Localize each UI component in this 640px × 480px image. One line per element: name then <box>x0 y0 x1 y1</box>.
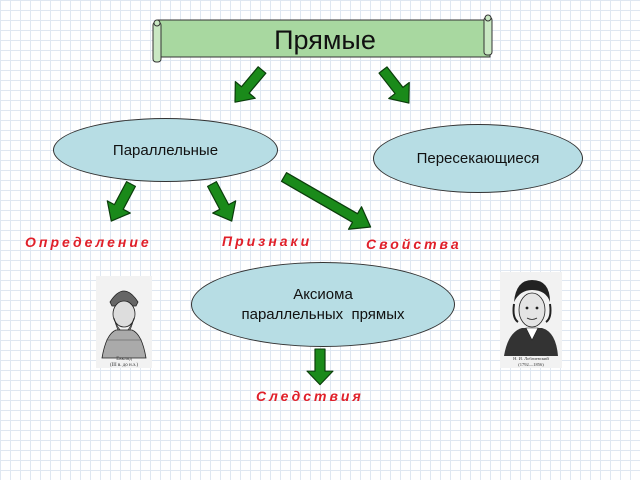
portrait-euclid-caption1: Евклид <box>116 357 132 362</box>
node-intersecting: Пересекающиеся <box>373 124 583 193</box>
label-definition: Определение <box>25 234 152 250</box>
title-banner <box>152 14 493 63</box>
portrait-euclid-caption2: (III в. до н.э.) <box>110 363 138 368</box>
green-arrow-icon <box>199 177 244 228</box>
green-arrow-icon <box>280 172 372 230</box>
green-arrow-icon <box>372 61 420 112</box>
portrait-lobachevsky-caption2: (1792—1856) <box>518 362 544 367</box>
green-arrow-icon <box>99 177 144 228</box>
node-intersecting-label: Пересекающиеся <box>416 150 540 167</box>
label-consequences: Следствия <box>256 388 364 404</box>
node-axiom-line1: Аксиома <box>293 285 353 303</box>
node-parallel-label: Параллельные <box>112 141 219 159</box>
portrait-lobachevsky-caption1: Н. И. Лобачевский <box>513 356 549 361</box>
label-signs: Признаки <box>222 233 313 249</box>
node-axiom-line2: параллельных прямых <box>241 305 405 323</box>
node-axiom: Аксиома параллельных прямых <box>191 262 455 347</box>
green-arrow-icon <box>306 348 334 386</box>
portrait-euclid-icon: Евклид (III в. до н.э.) <box>96 276 152 368</box>
page-title: Прямые <box>274 24 376 55</box>
node-parallel: Параллельные <box>53 118 278 182</box>
green-arrow-icon <box>224 61 273 112</box>
label-properties: Свойства <box>366 236 462 252</box>
portrait-lobachevsky-icon: Н. И. Лобачевский (1792—1856) <box>500 272 562 368</box>
